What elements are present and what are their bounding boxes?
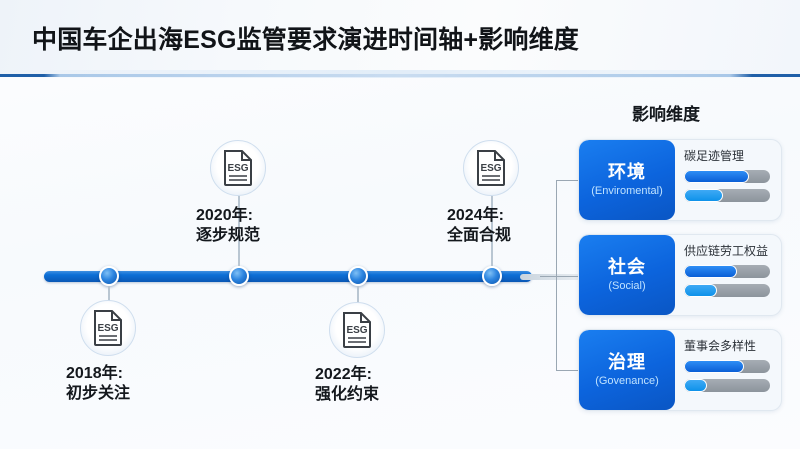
svg-text:ESG: ESG [97, 323, 118, 334]
milestone-label-2020: 2020年: 逐步规范 [196, 206, 260, 246]
dimension-card-body-governance: 董事会多样性 [675, 330, 781, 410]
dimension-metric-environment: 碳足迹管理 [684, 149, 745, 163]
milestone-icon-2022[interactable]: ESG [329, 302, 385, 358]
timeline-stem-2024 [491, 196, 493, 266]
esg-document-icon: ESG [477, 150, 505, 186]
timeline-node-2018[interactable] [99, 266, 119, 286]
dimension-name-en-environment: (Enviromental) [591, 185, 663, 197]
milestone-year-2024: 2024年: [447, 207, 504, 224]
dimension-name-cn-governance: 治理 [608, 352, 646, 372]
dimension-card-environment[interactable]: 环境 (Enviromental) 碳足迹管理 [578, 139, 782, 221]
dimension-card-label-social: 社会 (Social) [579, 235, 675, 315]
connector-branch-social [556, 276, 578, 277]
timeline-node-2022[interactable] [348, 266, 368, 286]
dimensions-title: 影响维度 [632, 105, 700, 124]
progress-fill-environment-1 [684, 170, 749, 183]
progress-track-social-2 [684, 284, 770, 297]
esg-document-icon: ESG [94, 310, 122, 346]
progress-track-environment-1 [684, 170, 770, 183]
milestone-icon-2018[interactable]: ESG [80, 300, 136, 356]
dimension-card-body-social: 供应链劳工权益 [675, 235, 781, 315]
dimension-metric-social: 供应链劳工权益 [684, 244, 769, 258]
dimension-name-cn-social: 社会 [608, 257, 646, 277]
dimension-card-governance[interactable]: 治理 (Govenance) 董事会多样性 [578, 329, 782, 411]
page-title: 中国车企出海ESG监管要求演进时间轴+影响维度 [32, 26, 579, 54]
dimension-name-en-social: (Social) [608, 280, 646, 292]
progress-fill-governance-1 [684, 360, 745, 373]
dimension-card-label-environment: 环境 (Enviromental) [579, 140, 675, 220]
timeline-node-2020[interactable] [229, 266, 249, 286]
progress-fill-social-2 [684, 284, 717, 297]
dimension-name-cn-environment: 环境 [608, 162, 646, 182]
dimension-metric-governance: 董事会多样性 [684, 339, 757, 353]
milestone-icon-2020[interactable]: ESG [210, 140, 266, 196]
progress-fill-social-1 [684, 265, 738, 278]
connector-spine [556, 180, 557, 370]
connector-branch-environment [556, 180, 578, 181]
milestone-text-2020: 逐步规范 [196, 227, 261, 244]
milestone-label-2018: 2018年: 初步关注 [66, 364, 130, 404]
milestone-text-2022: 强化约束 [315, 386, 380, 403]
svg-text:ESG: ESG [227, 163, 248, 174]
svg-text:ESG: ESG [346, 325, 367, 336]
timeline-axis [44, 271, 532, 282]
timeline-node-2024[interactable] [482, 266, 502, 286]
progress-fill-environment-2 [684, 189, 723, 202]
timeline-axis-tail [520, 274, 580, 280]
progress-track-governance-2 [684, 379, 770, 392]
header-band: 中国车企出海ESG监管要求演进时间轴+影响维度 [0, 0, 800, 76]
dimension-card-body-environment: 碳足迹管理 [675, 140, 781, 220]
esg-document-icon: ESG [343, 312, 371, 348]
milestone-year-2022: 2022年: [315, 366, 372, 383]
dimension-card-social[interactable]: 社会 (Social) 供应链劳工权益 [578, 234, 782, 316]
timeline-stem-2018 [108, 286, 110, 302]
milestone-icon-2024[interactable]: ESG [463, 140, 519, 196]
milestone-text-2024: 全面合规 [447, 227, 512, 244]
dimension-card-label-governance: 治理 (Govenance) [579, 330, 675, 410]
progress-track-environment-2 [684, 189, 770, 202]
timeline-stem-2022 [357, 286, 359, 304]
milestone-text-2018: 初步关注 [66, 385, 131, 402]
milestone-year-2018: 2018年: [66, 365, 123, 382]
progress-fill-governance-2 [684, 379, 708, 392]
milestone-year-2020: 2020年: [196, 207, 253, 224]
header-divider [0, 74, 800, 77]
esg-document-icon: ESG [224, 150, 252, 186]
progress-track-social-1 [684, 265, 770, 278]
dimension-name-en-governance: (Govenance) [595, 375, 659, 387]
connector-branch-governance [556, 370, 578, 371]
progress-track-governance-1 [684, 360, 770, 373]
milestone-label-2024: 2024年: 全面合规 [447, 206, 511, 246]
milestone-label-2022: 2022年: 强化约束 [315, 365, 379, 405]
timeline-stem-2020 [238, 196, 240, 266]
svg-text:ESG: ESG [480, 163, 501, 174]
